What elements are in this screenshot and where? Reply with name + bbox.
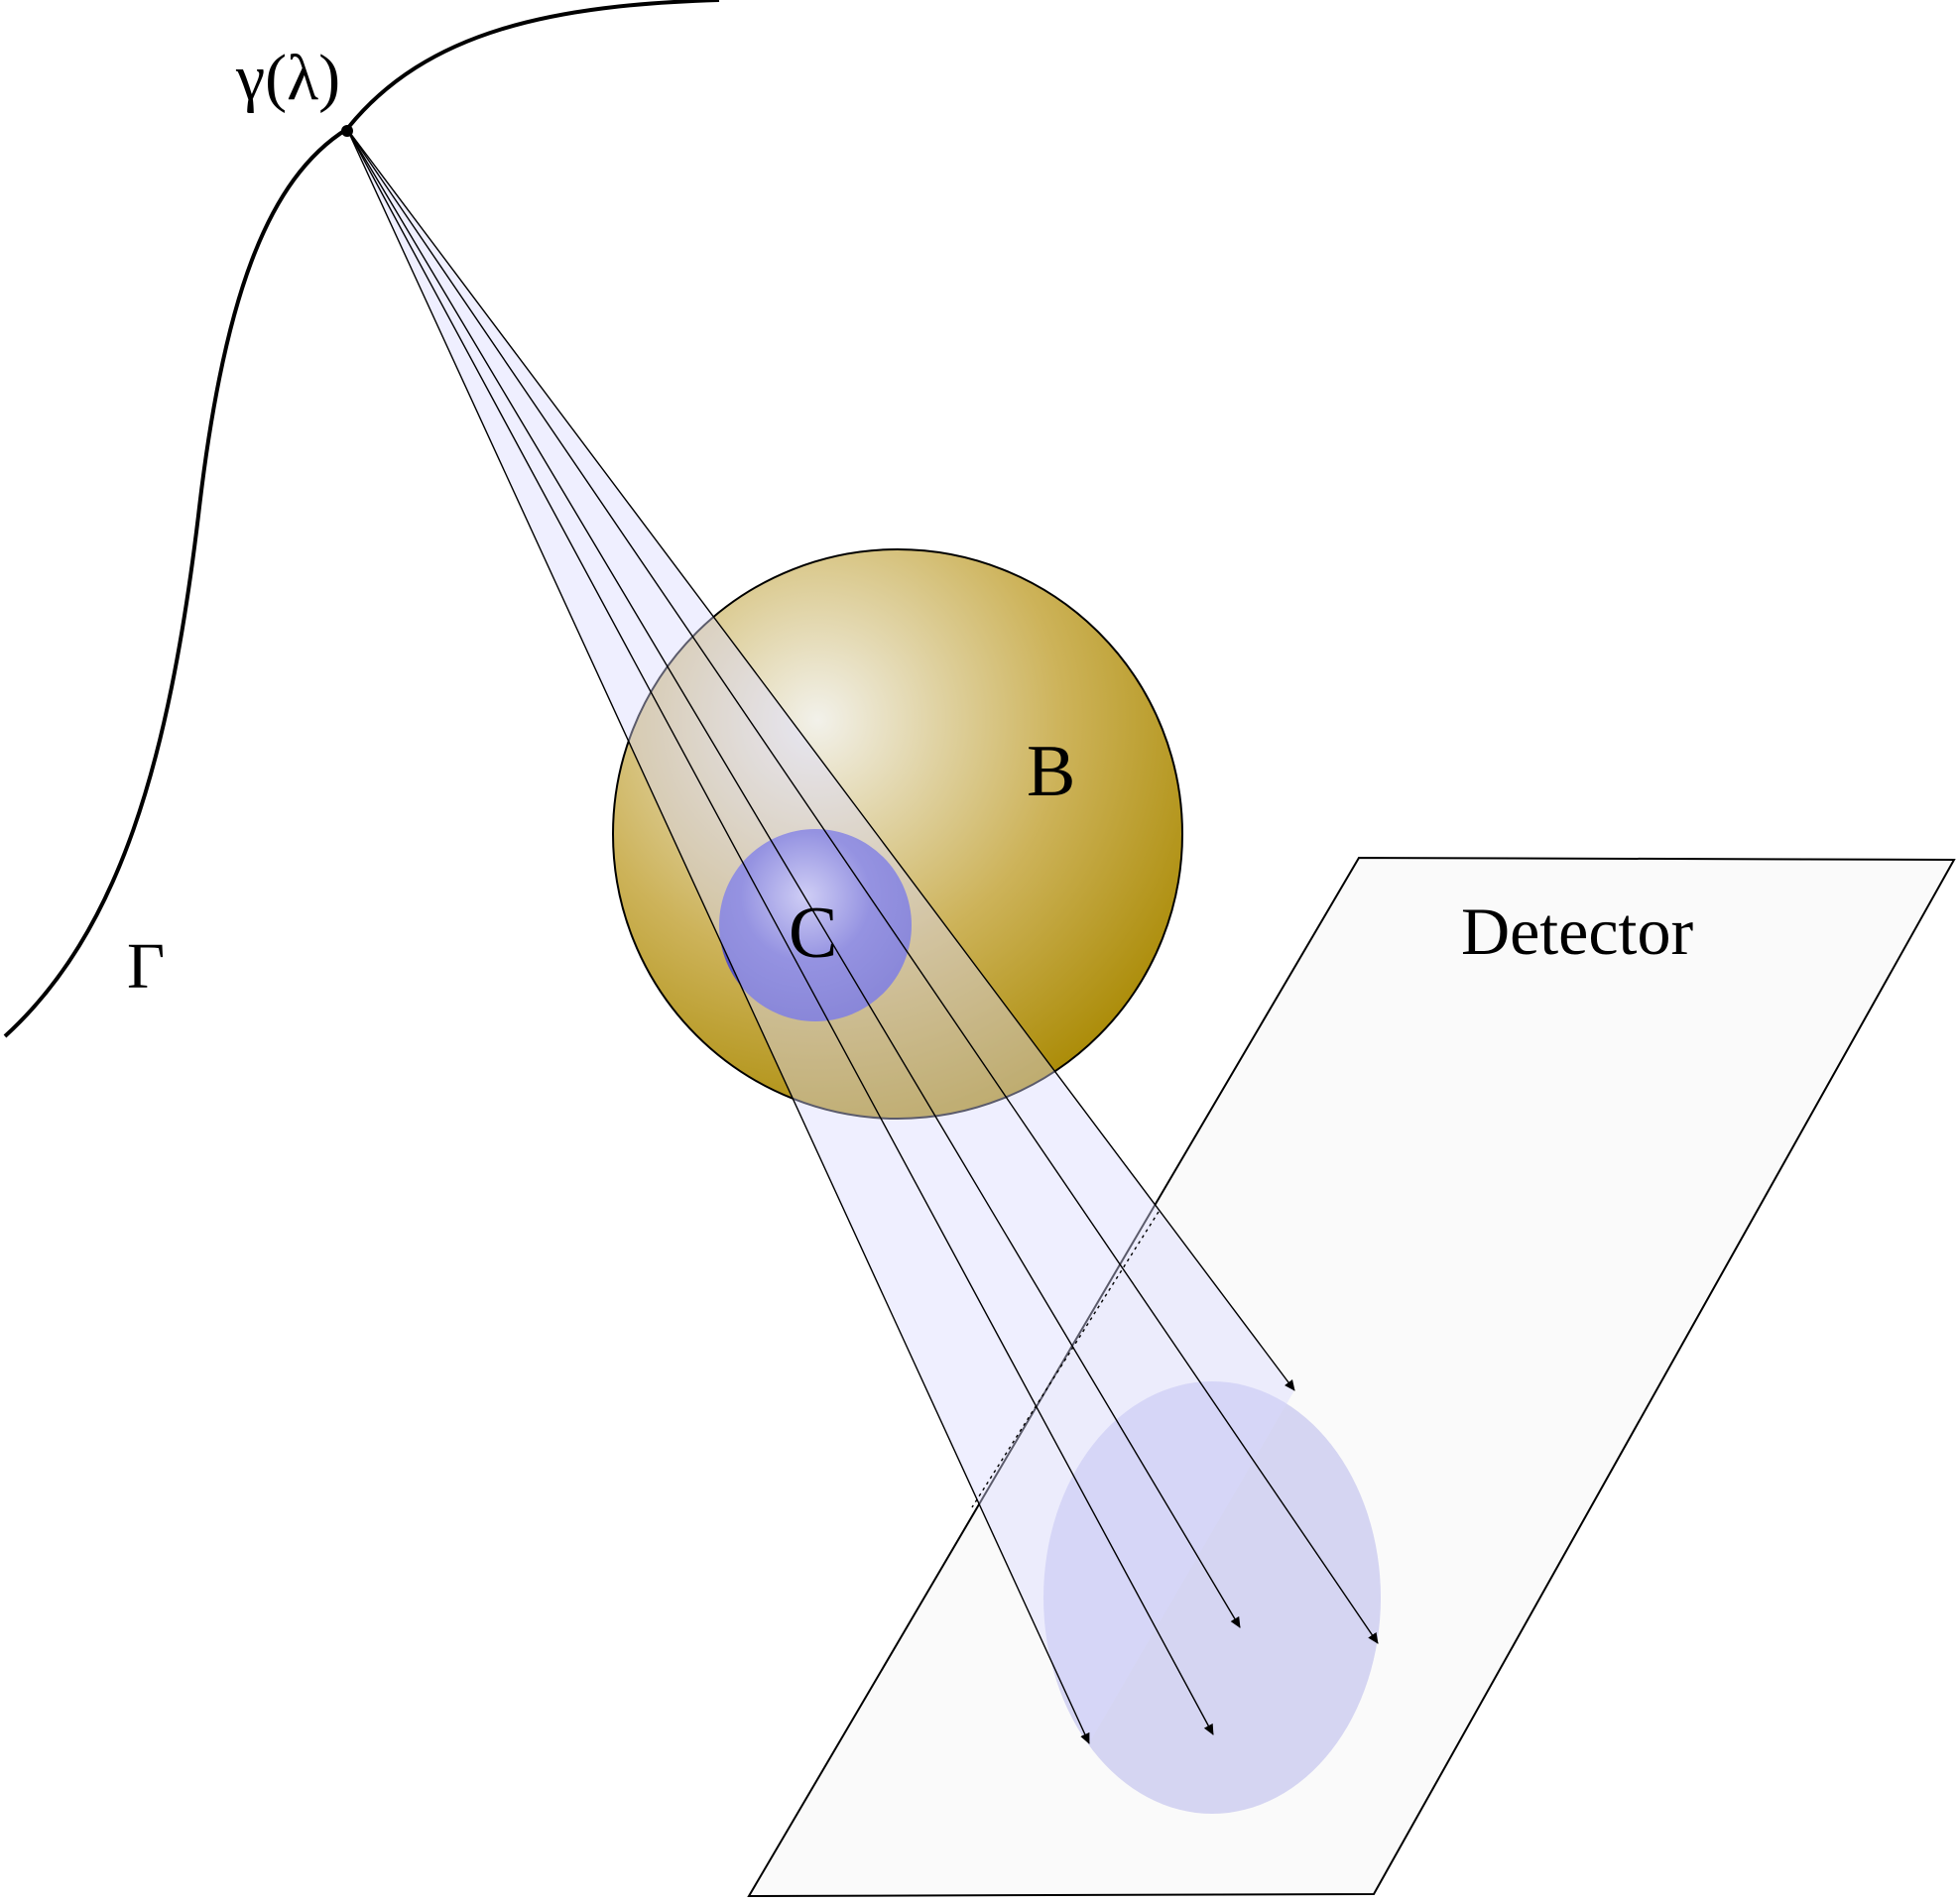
projection-shadow <box>1043 1381 1381 1814</box>
label-source: γ(λ) <box>235 42 340 114</box>
ray-1 <box>346 128 1090 1744</box>
label-curve: Γ <box>127 930 165 1003</box>
ray-5 <box>346 128 1295 1391</box>
rays <box>346 128 1379 1744</box>
ray-3 <box>346 128 1241 1628</box>
ray-hidden-segment <box>971 1211 1160 1508</box>
source-point <box>341 125 353 137</box>
label-sphere-c: C <box>789 892 837 974</box>
ray-4 <box>346 128 1379 1644</box>
label-detector: Detector <box>1461 893 1693 969</box>
curve-gamma <box>3 0 720 1038</box>
sphere-c <box>719 829 912 1021</box>
label-sphere-b: B <box>1027 731 1075 812</box>
xray-beam <box>347 129 1294 1743</box>
ray-2 <box>346 128 1214 1735</box>
